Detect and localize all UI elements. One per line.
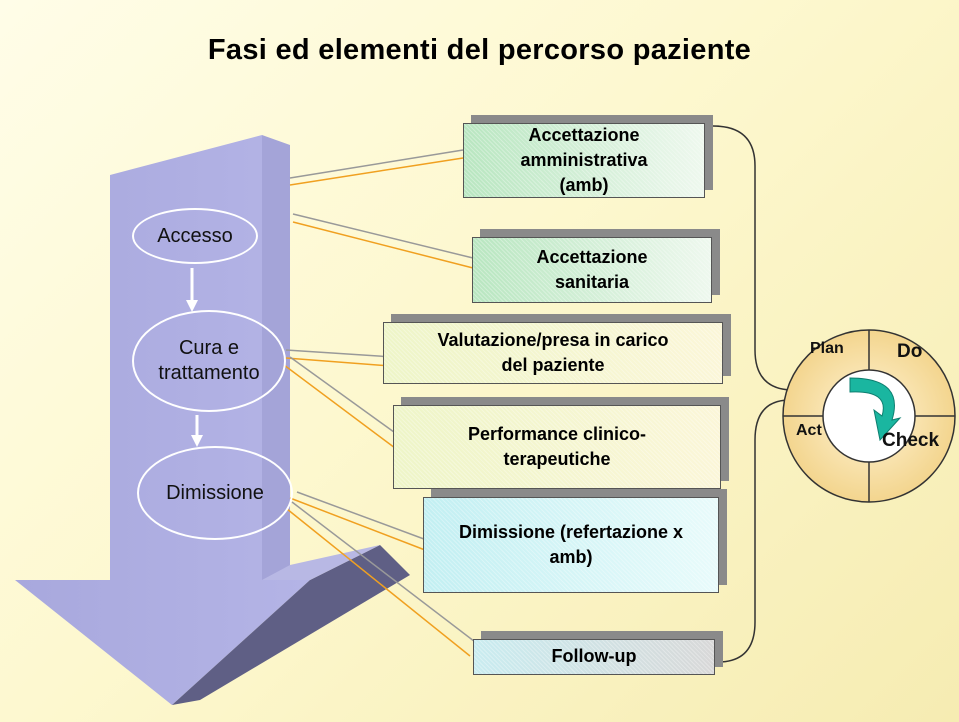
pdca-do-label: Do	[897, 341, 923, 362]
pdca-check-label: Check	[882, 430, 940, 451]
element-box-performance: Performance clinico-terapeutiche	[393, 397, 729, 489]
element-label: Valutazione/presa in carico del paziente	[383, 322, 723, 384]
element-box-accettazione-amministrativa: Accettazione amministrativa (amb)	[463, 115, 713, 198]
arrow-ledge	[262, 545, 380, 580]
element-label: Performance clinico-terapeutiche	[393, 405, 721, 489]
element-box-follow-up: Follow-up	[473, 631, 723, 675]
element-label: Dimissione (refertazione x amb)	[423, 497, 719, 593]
stage-label: Dimissione	[166, 481, 264, 504]
pdca-plan-label: Plan	[810, 340, 844, 357]
stage-accesso: Accesso	[132, 208, 258, 264]
stage-flow-arrows	[186, 268, 203, 447]
page-title: Fasi ed elementi del percorso paziente	[207, 34, 752, 66]
stage-dimissione: Dimissione	[137, 446, 293, 540]
cycle-arrow-icon	[849, 377, 902, 442]
element-label: Accettazione amministrativa (amb)	[463, 123, 705, 198]
pdca-cycle	[782, 329, 956, 503]
stage-label: Accesso	[157, 224, 233, 247]
stage-label: Cura e trattamento	[158, 337, 260, 384]
arrow-face	[15, 135, 310, 705]
element-box-valutazione: Valutazione/presa in carico del paziente	[383, 314, 731, 384]
arrow-bottom-side	[172, 545, 410, 705]
connector-lines	[283, 149, 484, 657]
element-box-accettazione-sanitaria: Accettazione sanitaria	[472, 229, 720, 303]
element-label: Accettazione sanitaria	[472, 237, 712, 303]
element-box-dimissione: Dimissione (refertazione x amb)	[423, 489, 727, 593]
element-label: Follow-up	[473, 639, 715, 675]
pdca-brackets	[712, 125, 791, 663]
stage-cura-trattamento: Cura e trattamento	[132, 310, 286, 412]
pdca-act-label: Act	[796, 422, 822, 439]
